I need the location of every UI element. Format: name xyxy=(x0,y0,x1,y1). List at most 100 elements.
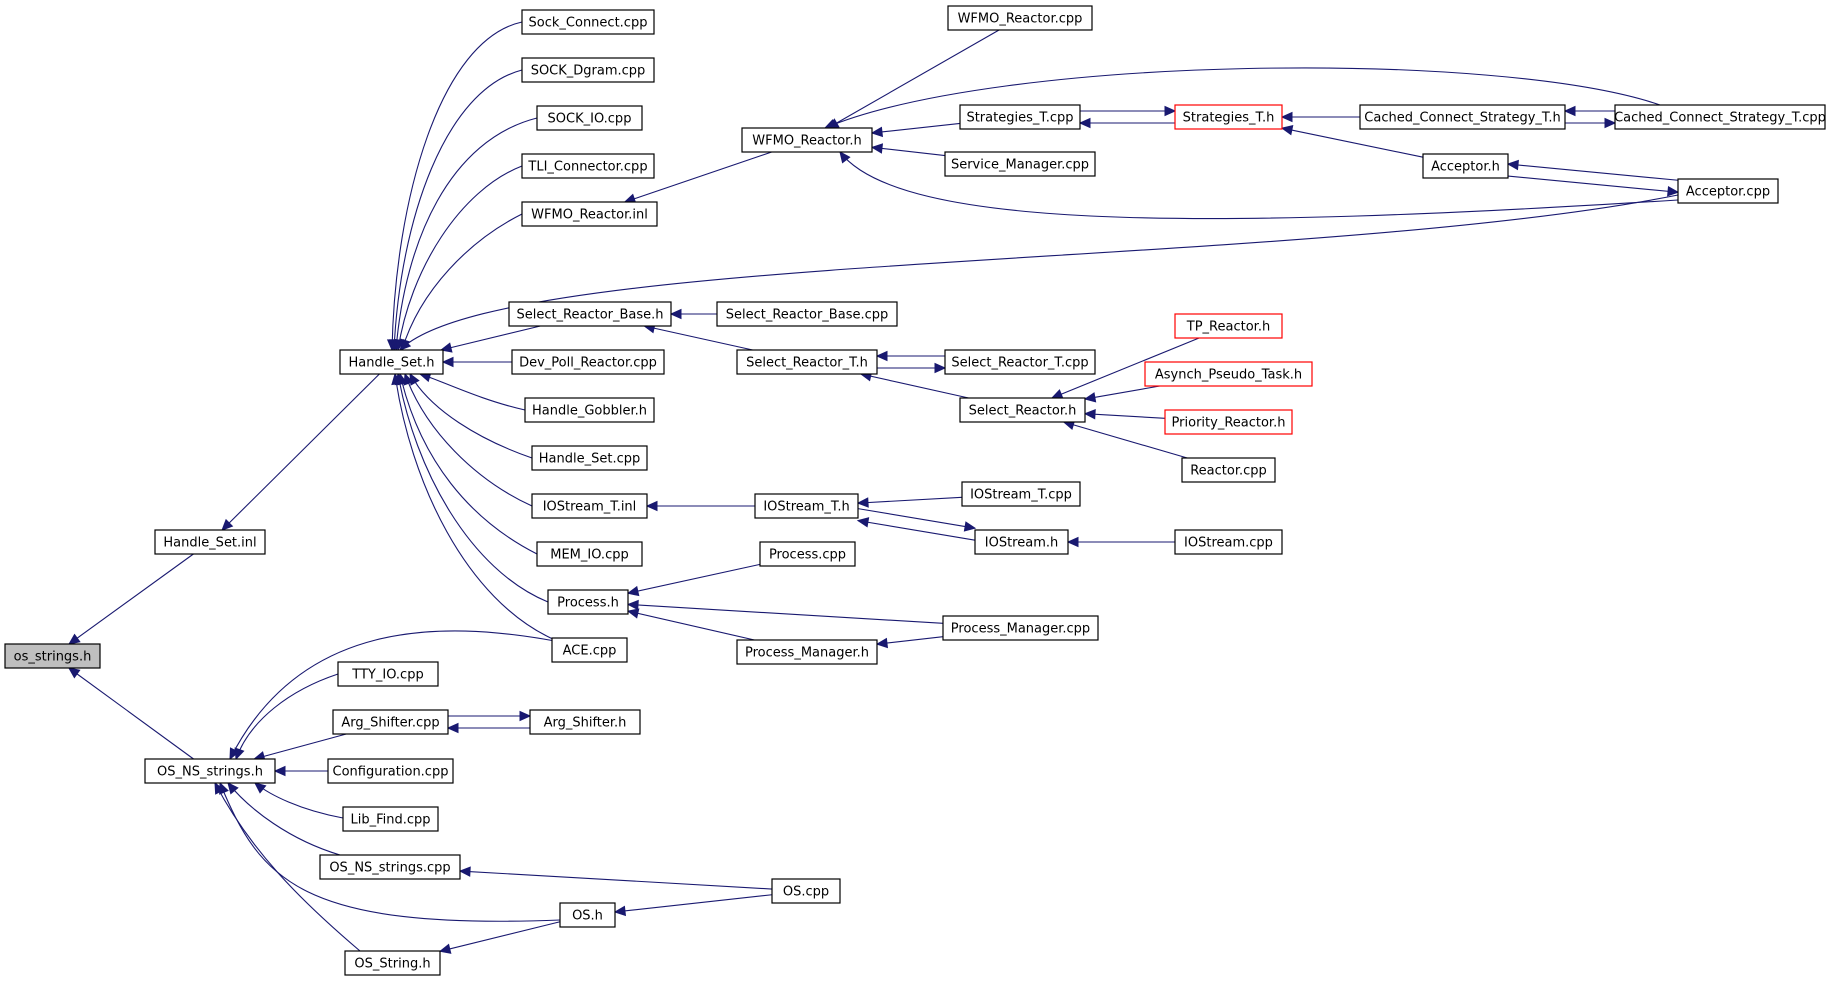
node-box[interactable] xyxy=(332,709,449,735)
node-select-reactor-h[interactable]: Select_Reactor.h xyxy=(959,397,1086,423)
node-iostream-cpp[interactable]: IOStream.cpp xyxy=(1174,529,1283,555)
node-iostream-t-inl[interactable]: IOStream_T.inl xyxy=(531,493,648,519)
node-wfmo-reactor-h[interactable]: WFMO_Reactor.h xyxy=(741,127,873,153)
node-acceptor-cpp[interactable]: Acceptor.cpp xyxy=(1677,178,1779,204)
node-process-cpp[interactable]: Process.cpp xyxy=(759,541,856,567)
node-box[interactable] xyxy=(521,9,655,35)
node-os-cpp[interactable]: OS.cpp xyxy=(771,878,841,904)
node-acceptor-h[interactable]: Acceptor.h xyxy=(1422,153,1509,179)
node-box[interactable] xyxy=(947,5,1093,31)
node-box[interactable] xyxy=(959,104,1081,130)
node-process-manager-h[interactable]: Process_Manager.h xyxy=(736,639,878,665)
node-box[interactable] xyxy=(716,301,898,327)
node-box[interactable] xyxy=(736,349,878,375)
node-select-reactor-base-cpp[interactable]: Select_Reactor_Base.cpp xyxy=(716,301,898,327)
node-tty-io-cpp[interactable]: TTY_IO.cpp xyxy=(337,661,439,687)
node-box[interactable] xyxy=(536,105,643,131)
node-iostream-t-h[interactable]: IOStream_T.h xyxy=(754,493,859,519)
node-box[interactable] xyxy=(536,541,643,567)
node-box[interactable] xyxy=(524,397,655,423)
node-box[interactable] xyxy=(511,349,665,375)
node-handle-set-cpp[interactable]: Handle_Set.cpp xyxy=(531,445,648,471)
node-reactor-cpp[interactable]: Reactor.cpp xyxy=(1181,457,1276,483)
node-mem-io-cpp[interactable]: MEM_IO.cpp xyxy=(536,541,643,567)
node-sock-io-cpp[interactable]: SOCK_IO.cpp xyxy=(536,105,643,131)
node-box[interactable] xyxy=(759,541,856,567)
node-dev-poll-reactor-cpp[interactable]: Dev_Poll_Reactor.cpp xyxy=(511,349,665,375)
node-asynch-pseudo-task-h[interactable]: Asynch_Pseudo_Task.h xyxy=(1144,361,1313,387)
node-os-ns-strings-h[interactable]: OS_NS_strings.h xyxy=(144,758,276,784)
node-handle-gobbler-h[interactable]: Handle_Gobbler.h xyxy=(524,397,655,423)
node-strategies-t-cpp[interactable]: Strategies_T.cpp xyxy=(959,104,1081,130)
node-box[interactable] xyxy=(521,201,658,227)
node-box[interactable] xyxy=(319,854,461,880)
node-box[interactable] xyxy=(551,637,628,663)
node-box[interactable] xyxy=(1174,313,1283,339)
node-box[interactable] xyxy=(944,349,1096,375)
node-box[interactable] xyxy=(531,445,648,471)
node-box[interactable] xyxy=(1359,104,1566,130)
node-box[interactable] xyxy=(974,529,1069,555)
node-box[interactable] xyxy=(736,639,878,665)
node-box[interactable] xyxy=(339,349,444,375)
node-sock-connect-cpp[interactable]: Sock_Connect.cpp xyxy=(521,9,655,35)
node-tp-reactor-h[interactable]: TP_Reactor.h xyxy=(1174,313,1283,339)
node-ace-cpp[interactable]: ACE.cpp xyxy=(551,637,628,663)
node-sock-dgram-cpp[interactable]: SOCK_Dgram.cpp xyxy=(521,57,655,83)
node-box[interactable] xyxy=(342,806,439,832)
node-handle-set-inl[interactable]: Handle_Set.inl xyxy=(154,529,266,555)
node-service-manager-cpp[interactable]: Service_Manager.cpp xyxy=(944,151,1096,177)
node-box[interactable] xyxy=(961,481,1081,507)
node-process-h[interactable]: Process.h xyxy=(547,589,629,615)
node-box[interactable] xyxy=(1422,153,1509,179)
node-box[interactable] xyxy=(344,950,441,976)
node-box[interactable] xyxy=(521,153,655,179)
node-arg-shifter-cpp[interactable]: Arg_Shifter.cpp xyxy=(332,709,449,735)
node-box[interactable] xyxy=(1181,457,1276,483)
node-cached-connect-strategy-t-h[interactable]: Cached_Connect_Strategy_T.h xyxy=(1359,104,1566,130)
node-box[interactable] xyxy=(1144,361,1313,387)
node-os-string-h[interactable]: OS_String.h xyxy=(344,950,441,976)
node-box[interactable] xyxy=(741,127,873,153)
node-os-ns-strings-cpp[interactable]: OS_NS_strings.cpp xyxy=(319,854,461,880)
node-wfmo-reactor-cpp[interactable]: WFMO_Reactor.cpp xyxy=(947,5,1093,31)
node-box[interactable] xyxy=(144,758,276,784)
node-box[interactable] xyxy=(754,493,859,519)
node-os-h[interactable]: OS.h xyxy=(559,902,616,928)
node-box[interactable] xyxy=(521,57,655,83)
node-handle-set-h[interactable]: Handle_Set.h xyxy=(339,349,444,375)
node-box[interactable] xyxy=(942,615,1099,641)
node-box[interactable] xyxy=(1614,104,1826,130)
node-box[interactable] xyxy=(944,151,1096,177)
node-iostream-h[interactable]: IOStream.h xyxy=(974,529,1069,555)
node-box[interactable] xyxy=(154,529,266,555)
node-configuration-cpp[interactable]: Configuration.cpp xyxy=(327,758,454,784)
node-iostream-t-cpp[interactable]: IOStream_T.cpp xyxy=(961,481,1081,507)
node-lib-find-cpp[interactable]: Lib_Find.cpp xyxy=(342,806,439,832)
node-priority-reactor-h[interactable]: Priority_Reactor.h xyxy=(1164,409,1293,435)
node-box[interactable] xyxy=(337,661,439,687)
node-box[interactable] xyxy=(531,493,648,519)
node-box[interactable] xyxy=(1164,409,1293,435)
node-box[interactable] xyxy=(547,589,629,615)
node-box[interactable] xyxy=(1174,104,1283,130)
node-box[interactable] xyxy=(508,301,672,327)
node-box[interactable] xyxy=(529,709,641,735)
node-box[interactable] xyxy=(4,643,101,669)
node-strategies-t-h[interactable]: Strategies_T.h xyxy=(1174,104,1283,130)
node-select-reactor-t-cpp[interactable]: Select_Reactor_T.cpp xyxy=(944,349,1096,375)
node-wfmo-reactor-inl[interactable]: WFMO_Reactor.inl xyxy=(521,201,658,227)
node-select-reactor-base-h[interactable]: Select_Reactor_Base.h xyxy=(508,301,672,327)
node-box[interactable] xyxy=(559,902,616,928)
node-tli-connector-cpp[interactable]: TLI_Connector.cpp xyxy=(521,153,655,179)
node-box[interactable] xyxy=(1174,529,1283,555)
node-os-strings-h[interactable]: os_strings.h xyxy=(4,643,101,669)
node-cached-connect-strategy-t-cpp[interactable]: Cached_Connect_Strategy_T.cpp xyxy=(1614,104,1826,130)
node-box[interactable] xyxy=(1677,178,1779,204)
node-process-manager-cpp[interactable]: Process_Manager.cpp xyxy=(942,615,1099,641)
node-box[interactable] xyxy=(959,397,1086,423)
node-box[interactable] xyxy=(771,878,841,904)
node-select-reactor-t-h[interactable]: Select_Reactor_T.h xyxy=(736,349,878,375)
node-arg-shifter-h[interactable]: Arg_Shifter.h xyxy=(529,709,641,735)
node-box[interactable] xyxy=(327,758,454,784)
